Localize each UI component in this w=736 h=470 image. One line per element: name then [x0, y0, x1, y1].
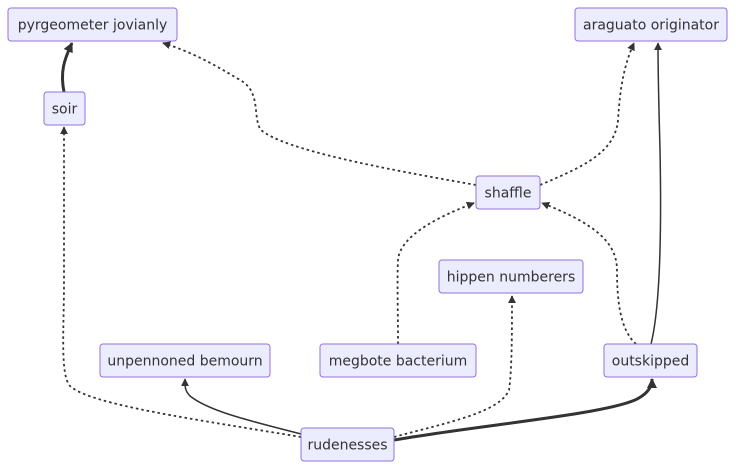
- edge-rudenesses-to-soir: [60, 126, 302, 438]
- node-soir[interactable]: soir: [43, 91, 86, 126]
- node-box: [475, 175, 541, 210]
- node-label: soir: [52, 102, 78, 118]
- edge-rudenesses-to-hippen: [393, 295, 516, 438]
- node-outskipped[interactable]: outskipped: [603, 343, 698, 378]
- node-box: [43, 91, 86, 126]
- edge-shaffle-to-araguato: [539, 42, 635, 186]
- node-box: [438, 259, 584, 294]
- node-label: hippen numberers: [447, 270, 575, 286]
- node-rudenesses[interactable]: rudenesses: [300, 427, 395, 462]
- node-label: rudenesses: [307, 438, 387, 454]
- node-label: unpennoned bemourn: [107, 354, 262, 370]
- node-shaffle[interactable]: shaffle: [475, 175, 541, 210]
- node-box: [7, 7, 178, 42]
- node-megbote[interactable]: megbote bacterium: [319, 343, 477, 378]
- edge-rudenesses-to-outskipped: [393, 378, 657, 442]
- edge-outskipped-to-araguato: [650, 42, 663, 345]
- node-label: shaffle: [485, 186, 532, 202]
- edges-layer: [60, 41, 663, 442]
- node-box: [300, 427, 395, 462]
- nodes-layer: pyrgeometer jovianly araguato originator s…: [7, 7, 728, 462]
- node-box: [319, 343, 477, 378]
- node-hippen[interactable]: hippen numberers: [438, 259, 584, 294]
- node-araguato[interactable]: araguato originator: [574, 7, 728, 42]
- node-label: megbote bacterium: [329, 354, 468, 370]
- node-pyrgeometer[interactable]: pyrgeometer jovianly: [7, 7, 178, 42]
- edge-outskipped-to-shaffle: [541, 201, 637, 345]
- node-box: [603, 343, 698, 378]
- node-label: pyrgeometer jovianly: [18, 18, 168, 34]
- edge-soir-to-pyrgeometer: [60, 42, 74, 93]
- node-box: [99, 343, 271, 378]
- node-label: araguato originator: [583, 18, 719, 34]
- node-box: [574, 7, 728, 42]
- node-unpennoned[interactable]: unpennoned bemourn: [99, 343, 271, 378]
- edge-shaffle-to-pyrgeometer: [162, 41, 477, 186]
- edge-rudenesses-to-unpennoned: [180, 378, 302, 435]
- edge-megbote-to-shaffle: [396, 201, 475, 345]
- node-label: outskipped: [612, 354, 690, 370]
